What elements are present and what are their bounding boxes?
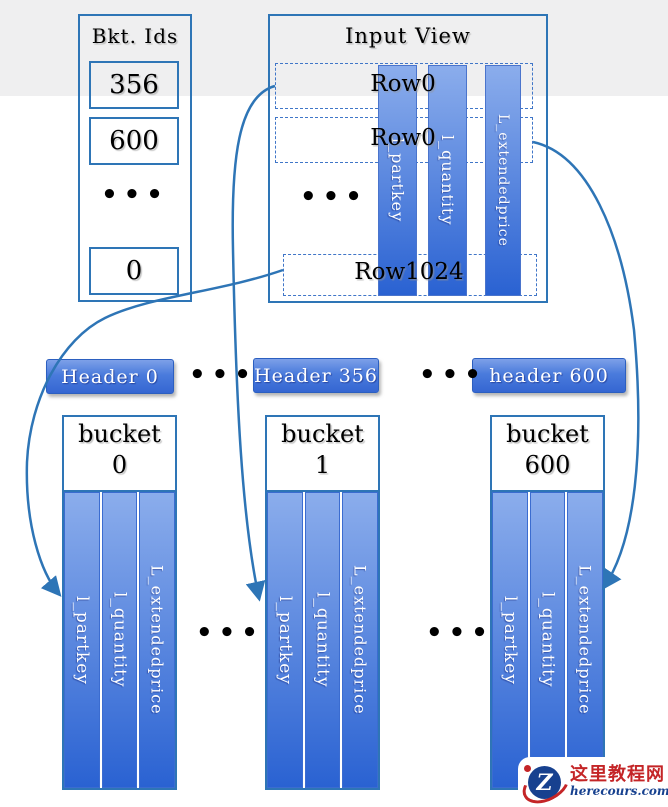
- header-0-button: Header 0: [46, 359, 174, 394]
- bucket-0-columns: l_partkey l_quantity L_extendedprice: [64, 492, 176, 788]
- column-label: L_extendedprice: [147, 565, 167, 715]
- bucket-0-column-quantity: l_quantity: [101, 492, 138, 788]
- input-column-quantity: l_quantity: [428, 65, 467, 296]
- ellipsis-dots-icon: •••: [101, 180, 169, 210]
- bucket-id-box-0: 0: [89, 247, 179, 295]
- column-label: l_quantity: [312, 592, 333, 688]
- header-600-button: header 600: [472, 358, 626, 393]
- bucket-1-id: 1: [314, 451, 331, 480]
- ellipsis-dots-icon: •••: [419, 360, 487, 390]
- ellipsis-dots-icon: •••: [189, 360, 257, 390]
- bucket-600-column-partkey: l_partkey: [492, 492, 528, 788]
- column-label: L_extendedprice: [350, 565, 370, 715]
- bucket-1-label: bucket: [281, 420, 364, 448]
- bucket-1-title: bucket 1: [267, 417, 378, 492]
- input-column-extendedprice-label: L_extendedprice: [495, 114, 511, 247]
- input-view-title: Input View: [345, 24, 471, 48]
- input-column-partkey: l_partkey: [378, 65, 417, 296]
- ellipsis-dots-icon: •••: [300, 182, 368, 212]
- ellipsis-dots-icon: •••: [196, 618, 264, 648]
- bucket-600-column-extendedprice: L_extendedprice: [567, 492, 604, 788]
- watermark-link[interactable]: Z 这里教程网 herecours.com: [516, 757, 668, 807]
- column-label: l_partkey: [71, 595, 92, 685]
- input-view-panel: Input View ••• l_partkey l_quantity L_ex…: [268, 14, 548, 303]
- bucket-600-label: bucket: [506, 420, 589, 448]
- watermark-logo-icon: Z: [516, 758, 576, 807]
- bucket-id-box-600: 600: [89, 117, 179, 165]
- bucket-1: bucket 1 l_partkey l_quantity L_extended…: [265, 415, 380, 790]
- bucket-1-columns: l_partkey l_quantity L_extendedprice: [267, 492, 379, 788]
- logo-letter: Z: [528, 766, 561, 799]
- bucket-0-id: 0: [111, 451, 128, 480]
- watermark-text: 这里教程网 herecours.com: [570, 763, 668, 799]
- bucket-600-id: 600: [524, 451, 571, 480]
- bucket-600-title: bucket 600: [492, 417, 603, 492]
- column-label: l_quantity: [537, 592, 558, 688]
- bucket-1-column-partkey: l_partkey: [267, 492, 303, 788]
- column-label: l_quantity: [109, 592, 130, 688]
- bucket-0: bucket 0 l_partkey l_quantity L_extended…: [62, 415, 177, 790]
- ellipsis-dots-icon: •••: [426, 618, 494, 648]
- background-band: [0, 0, 668, 96]
- header-356-button: Header 356: [253, 358, 379, 393]
- bucket-600: bucket 600 l_partkey l_quantity L_extend…: [490, 415, 605, 790]
- logo-dot-icon: [524, 765, 531, 772]
- input-column-extendedprice: L_extendedprice: [485, 65, 521, 296]
- input-column-quantity-label: l_quantity: [438, 135, 457, 226]
- bucket-0-column-partkey: l_partkey: [64, 492, 100, 788]
- bucket-0-label: bucket: [78, 420, 161, 448]
- bucket-600-columns: l_partkey l_quantity L_extendedprice: [492, 492, 604, 788]
- bucket-1-column-extendedprice: L_extendedprice: [342, 492, 379, 788]
- bucket-ids-panel: Bkt. Ids 356 600 ••• 0: [78, 14, 192, 302]
- column-label: l_partkey: [499, 595, 520, 685]
- bucket-0-column-extendedprice: L_extendedprice: [139, 492, 176, 788]
- watermark-domain: herecours.com: [570, 784, 668, 799]
- column-label: L_extendedprice: [575, 565, 595, 715]
- input-column-partkey-label: l_partkey: [388, 138, 407, 223]
- bucket-600-column-quantity: l_quantity: [529, 492, 566, 788]
- column-label: l_partkey: [274, 595, 295, 685]
- bucket-0-title: bucket 0: [64, 417, 175, 492]
- bucket-ids-title: Bkt. Ids: [91, 24, 179, 48]
- bucket-1-column-quantity: l_quantity: [304, 492, 341, 788]
- bucket-id-box-356: 356: [89, 61, 179, 109]
- watermark-site-name: 这里教程网: [570, 763, 665, 785]
